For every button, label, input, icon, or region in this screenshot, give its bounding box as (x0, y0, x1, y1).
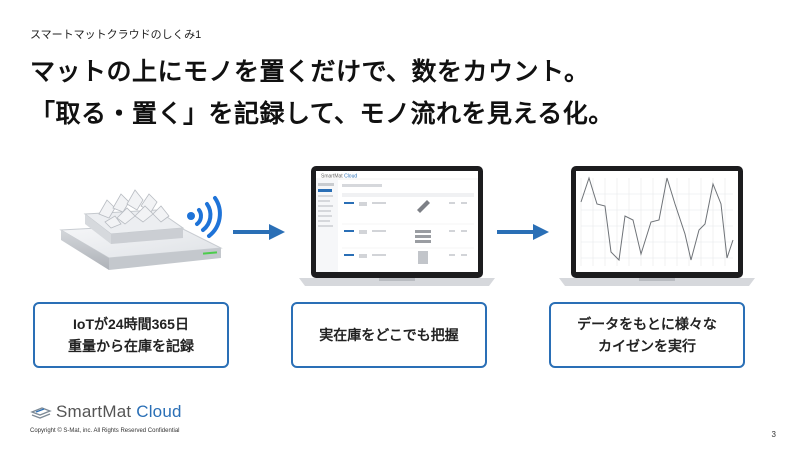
smartmat-cloud-logo: SmartMat Cloud (30, 402, 182, 422)
headline-line-1: マットの上にモノを置くだけで、数をカウント。 (30, 58, 590, 86)
chart-line (580, 176, 734, 262)
arrow-right-icon (233, 224, 285, 240)
copyright-notice: Copyright © S-Mat, inc. All Rights Reser… (30, 428, 180, 434)
step-2-caption: 実在庫をどこでも把握 (291, 302, 487, 368)
step-3-line-2: カイゼンを実行 (598, 338, 696, 354)
arrow-right-icon (497, 224, 549, 240)
section-kicker: スマートマットクラウドのしくみ1 (30, 29, 202, 41)
led-indicator (202, 251, 218, 255)
step-2-line-1: 実在庫をどこでも把握 (319, 327, 459, 343)
headline-line-2: 「取る・置く」を記録して、モノ流れを見える化。 (30, 100, 614, 128)
wifi-icon (187, 196, 222, 238)
laptop-chart-illustration (559, 166, 755, 286)
step-1-caption: IoTが24時間365日 重量から在庫を記録 (33, 302, 229, 368)
step-3-caption: データをもとに様々な カイゼンを実行 (549, 302, 745, 368)
step-1-line-1: IoTが24時間365日 (73, 316, 189, 332)
app-brand: SmartMat Cloud (321, 174, 357, 180)
step-1-line-2: 重量から在庫を記録 (68, 338, 194, 354)
smart-mat-illustration (59, 189, 223, 270)
laptop-inventory-illustration: SmartMat Cloud (299, 166, 495, 286)
step-3-line-1: データをもとに様々な (577, 316, 717, 332)
page-number: 3 (771, 430, 776, 439)
mat-logo-icon (30, 407, 52, 419)
logo-text: SmartMat Cloud (56, 402, 182, 421)
